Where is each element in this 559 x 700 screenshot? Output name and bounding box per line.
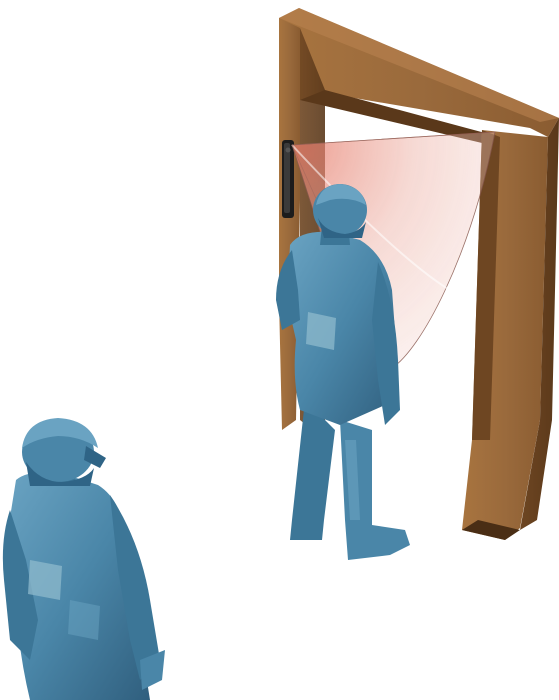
person-approaching: [3, 418, 165, 700]
sensor-device: [282, 140, 294, 218]
